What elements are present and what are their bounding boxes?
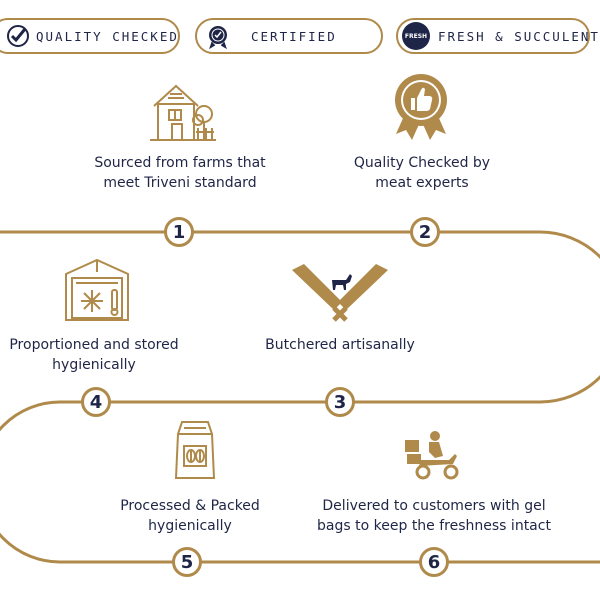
- certified-seal-icon: [209, 26, 227, 49]
- step-4-label: Proportioned and stored hygienically: [9, 337, 179, 373]
- fresh-circle-icon: FRESH: [402, 22, 430, 50]
- quality-checked-label: QUALITY CHECKED: [36, 28, 179, 44]
- certified-label: CERTIFIED: [251, 28, 337, 44]
- step-3-number: 3: [325, 387, 355, 417]
- certified-badge: CERTIFIED: [195, 18, 383, 54]
- step-2-label: Quality Checked by meat experts: [353, 155, 491, 191]
- step-1-label: Sourced from farms that meet Triveni sta…: [94, 155, 266, 191]
- crossed-cleavers-goat-icon: [292, 264, 388, 322]
- farm-house-icon: [150, 84, 216, 141]
- quality-checked-badge: QUALITY CHECKED: [0, 18, 180, 54]
- step-4-number: 4: [81, 387, 111, 417]
- fresh-succulent-label: FRESH & SUCCULENT: [438, 28, 600, 44]
- fresh-icon-text: FRESH: [404, 32, 428, 40]
- step-3-label: Butchered artisanally: [265, 337, 415, 353]
- step-6-label: Delivered to customers with gel bags to …: [317, 498, 551, 534]
- step-1-number: 1: [164, 217, 194, 247]
- checkmark-icon: [7, 25, 29, 47]
- delivery-scooter-icon: [405, 431, 459, 480]
- fresh-succulent-badge: FRESH FRESH & SUCCULENT: [396, 18, 598, 54]
- cold-storage-icon: [65, 258, 129, 321]
- step-5-number: 5: [172, 547, 202, 577]
- step-5-label: Processed & Packed hygienically: [120, 498, 260, 534]
- thumbs-up-medal-icon: [395, 74, 447, 140]
- step-6-number: 6: [419, 547, 449, 577]
- step-2-number: 2: [410, 217, 440, 247]
- packed-bag-icon: [174, 421, 216, 479]
